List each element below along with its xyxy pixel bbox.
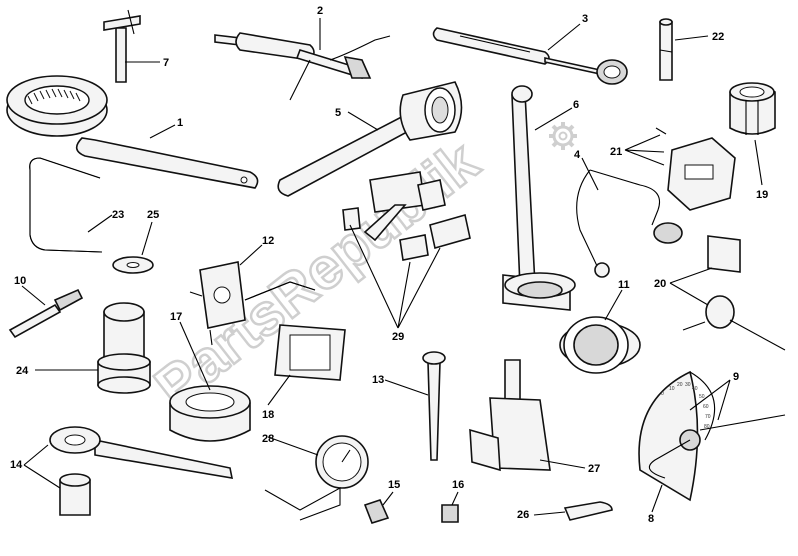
callout-28: 28 (262, 433, 274, 445)
tool-23-bent-rod (29, 157, 103, 253)
callout-14: 14 (10, 459, 23, 471)
tool-7-l-pin (103, 9, 141, 83)
tool-21-clamp-plate (655, 127, 736, 211)
tool-4-crank-handle (576, 169, 683, 278)
callout-17: 17 (170, 311, 182, 323)
callout-5: 5 (335, 107, 341, 119)
dial-scale-50: 50 (699, 394, 705, 400)
callout-10: 10 (14, 275, 26, 287)
callout-18: 18 (262, 409, 274, 421)
callout-4: 4 (574, 149, 581, 161)
callout-25: 25 (147, 209, 159, 221)
callout-9: 9 (733, 371, 739, 383)
tool-26-pin (563, 501, 613, 521)
callout-24: 24 (16, 365, 29, 377)
callout-22: 22 (712, 31, 724, 43)
dial-scale-40: 40 (692, 386, 698, 392)
tool-2-pin-puller (214, 32, 391, 101)
callout-labels: 1 2 3 4 5 6 7 8 9 10 11 12 13 14 15 16 1… (10, 5, 768, 525)
callout-15: 15 (388, 479, 400, 491)
callout-11: 11 (618, 279, 630, 291)
callout-27: 27 (588, 463, 600, 475)
callout-21: 21 (610, 146, 622, 158)
tool-14-socket-handle (49, 426, 234, 516)
tool-6-long-bar-socket (502, 85, 576, 311)
callout-13: 13 (372, 374, 384, 386)
tool-16-plug (441, 504, 459, 523)
callout-1: 1 (177, 117, 183, 129)
dial-scale-30: 30 (685, 382, 691, 388)
tool-19-split-bushing (729, 82, 776, 135)
callout-12: 12 (262, 235, 274, 247)
tool-11-ring (559, 316, 641, 374)
callout-26: 26 (517, 509, 529, 521)
dial-scale-70: 70 (705, 414, 711, 420)
tool-10-threaded-pin (8, 288, 84, 339)
tool-17-octagon-socket (169, 385, 251, 442)
tool-24-cylinder-drift (97, 302, 151, 394)
callout-19: 19 (756, 189, 768, 201)
callout-6: 6 (573, 99, 579, 111)
callout-7: 7 (163, 57, 169, 69)
tool-29-clamp-set (342, 171, 471, 261)
dial-scale-80: 80 (704, 424, 710, 430)
dial-scale-0: 0 (661, 391, 664, 397)
tool-9-degree-wheel: 0 10 20 30 40 50 60 70 80 (638, 370, 786, 502)
dial-scale-10: 10 (669, 386, 675, 392)
tool-3-slide-hammer (432, 27, 628, 85)
tool-27-extractor (469, 359, 551, 472)
callout-2: 2 (317, 5, 323, 17)
tool-18-frame-bracket (274, 324, 346, 381)
dial-scale-60: 60 (703, 404, 709, 410)
callout-16: 16 (452, 479, 464, 491)
callout-29: 29 (392, 331, 404, 343)
dial-scale-20: 20 (677, 382, 683, 388)
tool-25-washer (112, 256, 154, 274)
tool-15-plug (363, 499, 390, 524)
tool-20-piston-gauge (682, 235, 786, 351)
tool-1-gear-holder (6, 75, 259, 189)
tool-28-dial-indicator (264, 435, 369, 521)
tool-5-socket-wrench (277, 81, 463, 197)
callout-8: 8 (648, 513, 654, 525)
tool-22-pin (659, 18, 673, 81)
tool-13-long-drift (422, 351, 446, 461)
callout-20: 20 (654, 278, 666, 290)
callout-23: 23 (112, 209, 124, 221)
watermark-gear-icon (549, 122, 577, 150)
callout-3: 3 (582, 13, 588, 25)
tool-12-puller (189, 261, 316, 346)
leader-lines (21, 18, 763, 516)
